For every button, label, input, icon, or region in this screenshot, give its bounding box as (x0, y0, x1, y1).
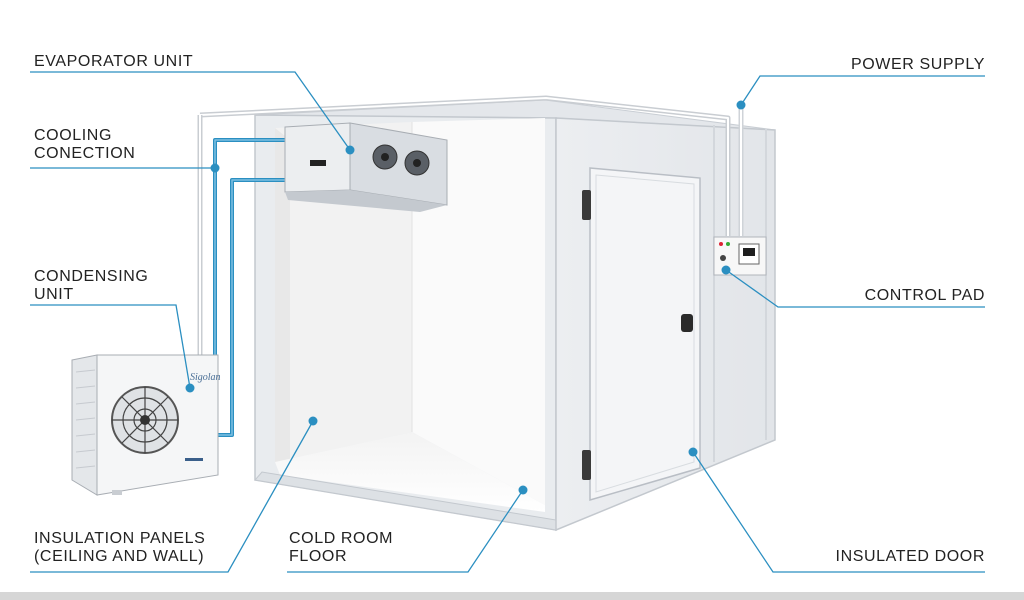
callout-condensing (30, 304, 191, 389)
condensing-unit: Sigolan (71, 354, 221, 496)
callout-door (692, 451, 985, 573)
callout-dot (721, 265, 731, 275)
label-line: UNIT (34, 286, 74, 303)
callout-dot (518, 485, 528, 495)
callout-dot (345, 145, 355, 155)
evaporator-unit (284, 122, 448, 212)
callout-control (725, 269, 985, 308)
label-condensing-unit: CONDENSING UNIT (34, 268, 148, 304)
label-line: COLD ROOM (289, 530, 394, 547)
label-line: (CEILING AND WALL) (34, 548, 205, 565)
label-line: COOLING (34, 127, 112, 144)
callout-dot (308, 416, 318, 426)
label-line: INSULATION PANELS (34, 530, 206, 547)
evaporator-display-icon (310, 160, 326, 166)
callout-dot (736, 100, 746, 110)
floor (275, 432, 545, 512)
callout-dots (185, 100, 746, 495)
callout-dot (688, 447, 698, 457)
door-hinge-icon (582, 190, 591, 220)
callout-evaporator (30, 71, 351, 151)
interior-left-wall (275, 128, 290, 470)
label-cold-room-floor: COLD ROOM FLOOR (289, 530, 393, 566)
label-evaporator-unit: EVAPORATOR UNIT (34, 53, 194, 70)
label-line: FLOOR (289, 548, 348, 565)
door-hinge-icon (582, 450, 591, 480)
condenser-brand: Sigolan (190, 372, 221, 383)
callout-insulation (30, 420, 314, 573)
callout-dot (210, 163, 220, 173)
callout-dot (185, 383, 195, 393)
label-line: CONDENSING (34, 268, 149, 285)
label-insulated-door: INSULATED DOOR (835, 548, 985, 565)
insulated-door (582, 167, 701, 501)
callout-floor (287, 489, 524, 573)
label-control-pad: CONTROL PAD (864, 287, 985, 304)
label-insulation-panels: INSULATION PANELS (CEILING AND WALL) (34, 530, 205, 566)
label-line: CONECTION (34, 145, 136, 162)
door-handle-icon (681, 314, 693, 332)
bottom-strip (0, 592, 1024, 600)
label-power-supply: POWER SUPPLY (850, 56, 985, 73)
callout-power (740, 75, 985, 106)
callout-lines (30, 71, 985, 573)
label-cooling-connection: COOLING CONECTION (34, 127, 135, 163)
interior-right-wall (412, 118, 545, 505)
